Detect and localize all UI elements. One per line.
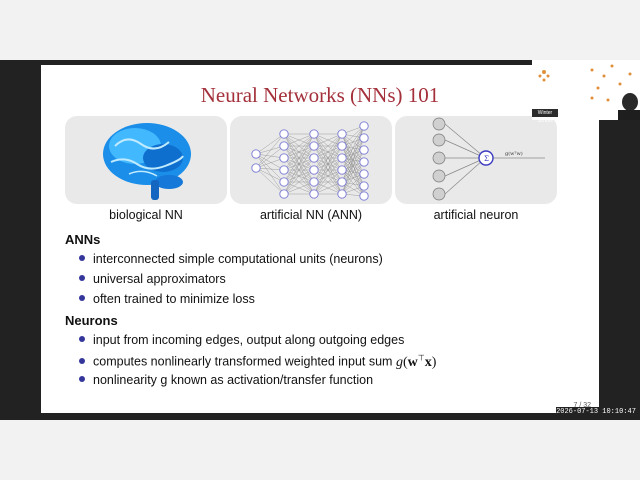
bullet-item: computes nonlinearly transformed weighte… bbox=[79, 353, 436, 371]
ann-node bbox=[359, 121, 369, 131]
ann-edge bbox=[341, 125, 365, 171]
page-number: 7 / 32 bbox=[573, 402, 591, 409]
ann-edge bbox=[313, 133, 343, 171]
bullet-item: interconnected simple computational unit… bbox=[79, 252, 383, 266]
ann-node bbox=[279, 165, 289, 175]
bullet-dot-icon bbox=[79, 376, 85, 382]
ann-node bbox=[359, 191, 369, 201]
caption-biological-nn: biological NN bbox=[109, 208, 183, 222]
ann-node bbox=[337, 189, 347, 199]
ann-edge bbox=[313, 133, 343, 147]
biological-nn-panel bbox=[65, 116, 227, 204]
winter-school-logo bbox=[538, 64, 640, 120]
ann-edge bbox=[313, 169, 343, 195]
ann-edge bbox=[341, 125, 365, 159]
video-timestamp: 2026-07-13 10:10:47 bbox=[556, 407, 636, 417]
ann-edge bbox=[255, 167, 285, 195]
ann-edge bbox=[255, 133, 285, 155]
ann-node bbox=[359, 181, 369, 191]
neuron-diagram: Σ g(wᵀw) bbox=[432, 117, 545, 201]
section-heading-anns: ANNs bbox=[65, 232, 101, 247]
ann-node bbox=[279, 189, 289, 199]
ann-edge bbox=[283, 133, 315, 195]
bullet-dot-icon bbox=[79, 357, 85, 364]
ann-edge bbox=[283, 133, 315, 171]
winter-school-badge: Winter School bbox=[532, 109, 558, 124]
ann-edge bbox=[283, 133, 315, 147]
bullet-item: often trained to minimize loss bbox=[79, 292, 255, 306]
bullet-dot-icon bbox=[79, 336, 85, 342]
ann-edge bbox=[283, 133, 315, 183]
ann-edge bbox=[255, 145, 285, 169]
neural-network-diagram bbox=[251, 121, 369, 201]
bullet-dot-icon bbox=[79, 295, 85, 301]
ann-node bbox=[309, 153, 319, 163]
ann-node bbox=[309, 141, 319, 151]
bullet-item: input from incoming edges, output along … bbox=[79, 333, 404, 347]
ann-node bbox=[279, 153, 289, 163]
ann-edge bbox=[313, 133, 343, 195]
ann-edge bbox=[283, 157, 315, 195]
ann-edge bbox=[313, 181, 343, 195]
ann-edge bbox=[283, 145, 315, 195]
ann-node bbox=[251, 149, 261, 159]
ann-node bbox=[359, 145, 369, 155]
ann-edge bbox=[255, 145, 285, 155]
ann-node bbox=[309, 165, 319, 175]
slide-title: Neural Networks (NNs) 101 bbox=[200, 83, 440, 107]
ann-edge bbox=[313, 133, 343, 159]
ann-edge bbox=[341, 161, 365, 195]
ann-edge bbox=[313, 145, 343, 195]
ann-edge bbox=[283, 133, 315, 159]
ann-edge bbox=[255, 133, 285, 169]
ann-edge bbox=[313, 133, 343, 183]
ann-node bbox=[251, 163, 261, 173]
ann-edge bbox=[283, 181, 315, 195]
ann-node bbox=[359, 133, 369, 143]
ann-node bbox=[309, 129, 319, 139]
bullet-item: universal approximators bbox=[79, 272, 226, 286]
ann-panel bbox=[230, 116, 392, 204]
ann-edge bbox=[283, 169, 315, 195]
caption-artificial-neuron: artificial neuron bbox=[433, 208, 519, 222]
ann-edge bbox=[341, 125, 365, 147]
ann-edge bbox=[313, 157, 343, 195]
neuron-panel: Σ g(wᵀw) bbox=[395, 116, 557, 204]
ann-node bbox=[279, 129, 289, 139]
ann-node bbox=[337, 165, 347, 175]
ann-edge bbox=[255, 167, 285, 183]
ann-edge bbox=[255, 167, 285, 171]
ann-node bbox=[359, 169, 369, 179]
ann-node bbox=[309, 177, 319, 187]
presentation-slide: Neural Networks (NNs) 101 biological NN … bbox=[41, 65, 599, 413]
ann-edge bbox=[255, 153, 285, 183]
brain-icon bbox=[103, 123, 191, 200]
bullet-dot-icon bbox=[79, 275, 85, 281]
ann-node bbox=[337, 153, 347, 163]
bullet-dot-icon bbox=[79, 255, 85, 261]
ann-node bbox=[337, 177, 347, 187]
ann-node bbox=[279, 177, 289, 187]
ann-edge bbox=[255, 153, 285, 159]
ann-node bbox=[337, 129, 347, 139]
section-heading-neurons: Neurons bbox=[65, 313, 118, 328]
ann-node bbox=[309, 189, 319, 199]
caption-ann: artificial NN (ANN) bbox=[259, 208, 363, 222]
svg-text:Σ: Σ bbox=[484, 155, 489, 163]
ann-edge bbox=[255, 157, 285, 169]
ann-edge bbox=[341, 149, 365, 195]
ann-edge bbox=[341, 173, 365, 195]
bullet-item: nonlinearity g known as activation/trans… bbox=[79, 373, 373, 387]
ann-node bbox=[337, 141, 347, 151]
neuron-output-label: g(wᵀw) bbox=[505, 150, 523, 157]
formula: g(w⊤x) bbox=[395, 353, 437, 370]
ann-edge bbox=[255, 153, 285, 195]
ann-node bbox=[359, 157, 369, 167]
ann-node bbox=[279, 141, 289, 151]
ann-edge bbox=[255, 153, 285, 171]
